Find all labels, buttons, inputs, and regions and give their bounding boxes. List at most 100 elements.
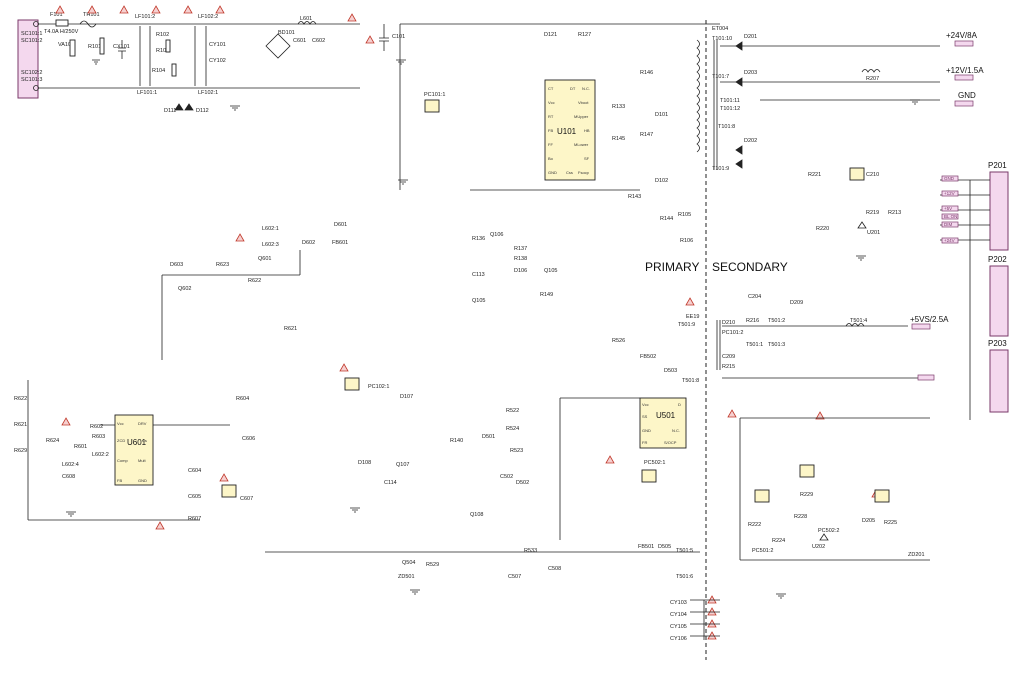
- u601-pin-cs: Cs: [142, 438, 147, 443]
- label-t101-8: T101:8: [718, 124, 735, 130]
- input-connector-body: [17, 19, 39, 99]
- ic-u601: [114, 414, 154, 486]
- label-cy105: CY105: [670, 624, 687, 630]
- label-r605: C605: [188, 494, 201, 500]
- label-r224: R228: [794, 514, 807, 520]
- ground-icon: [398, 179, 408, 185]
- label-l602-4: R601: [74, 444, 87, 450]
- thermistor-icon: [79, 20, 97, 28]
- label-d202: D202: [744, 138, 757, 144]
- transformer-primary-winding: [696, 39, 700, 153]
- label-d112: D112: [196, 108, 209, 114]
- ground-icon: [910, 99, 920, 105]
- label-t501-2: PC101:2: [722, 330, 743, 336]
- label-r602: R621: [14, 422, 27, 428]
- label-c204: R220: [816, 226, 829, 232]
- label-d602: D602: [302, 240, 315, 246]
- label-t101-7: T101:7: [712, 74, 729, 80]
- net-tag-text: DIM: [944, 222, 953, 227]
- label-pc102-2: D205: [862, 518, 875, 524]
- label-pc102-1: PC102:1: [368, 384, 389, 390]
- u101-pin-vboot: Vboot: [578, 100, 589, 105]
- label-d204: R216: [746, 318, 759, 324]
- label-fb502: FB502: [640, 354, 656, 360]
- y-capacitors: CY103 CY104 CY105 CY106: [670, 599, 720, 642]
- label-d209: R221: [808, 172, 821, 178]
- label-t501-9: T501:9: [678, 322, 695, 328]
- label-fb201: T501:2: [768, 318, 785, 324]
- isolation-boundary: PRIMARY SECONDARY: [645, 20, 788, 660]
- standby-transformer-core: [716, 320, 721, 370]
- label-c602: C602: [312, 38, 325, 44]
- warning-icon: [61, 417, 71, 426]
- label-r606: C604: [188, 468, 201, 474]
- diode-pair-icon: [174, 103, 194, 111]
- label-d107: D107: [400, 394, 413, 400]
- label-lf102-1: LF102:1: [198, 90, 218, 96]
- label-ee19: EE19: [686, 314, 699, 320]
- resistor-r103: [165, 39, 171, 53]
- input-connector: SC101:1 SC101:2 SC102:2 SC101:3: [17, 19, 42, 99]
- tag-net: [941, 190, 959, 197]
- u101-pin-gnd: GND: [548, 170, 557, 175]
- label-cy102: CY102: [209, 58, 226, 64]
- label-r143: R143: [628, 194, 641, 200]
- tag-net: [941, 221, 959, 228]
- varistor-va101: [69, 39, 76, 57]
- label-fb202: T501:3: [768, 342, 785, 348]
- label-r138: Q105: [472, 298, 485, 304]
- label-r622: R622: [248, 278, 261, 284]
- warning-icon: [365, 35, 375, 44]
- label-r146: R133: [612, 104, 625, 110]
- ground-icon: [410, 589, 420, 595]
- label-r104: R104: [152, 68, 165, 74]
- label-q501: C502: [500, 474, 513, 480]
- warning-icon: [685, 297, 695, 306]
- warning-icon: [151, 5, 161, 14]
- pfc-section: U601 Vcc ZCD Comp FB DRV Cs Mult GND R62…: [14, 222, 348, 522]
- label-r149: Q105: [544, 268, 557, 274]
- tag-net: [941, 175, 959, 182]
- warning-icon: [55, 5, 65, 14]
- label-t501-1: D210: [722, 320, 735, 326]
- label-c608: R602: [90, 424, 103, 430]
- warning-icon: [815, 411, 825, 420]
- u601-pin-vcc: Vcc: [117, 421, 124, 426]
- label-d505: D505: [658, 544, 671, 550]
- shunt-regulator-u202: [819, 533, 829, 541]
- label-r524: R522: [506, 408, 519, 414]
- optocoupler-pc102-2: [874, 489, 890, 503]
- label-t501-6: T501:6: [676, 574, 693, 580]
- label-d108: D108: [358, 460, 371, 466]
- label-l602-1: L602:1: [262, 226, 279, 232]
- connector-p201: [989, 171, 1009, 251]
- tag-gnd-5v: [917, 374, 935, 381]
- label-d603: D603: [170, 262, 183, 268]
- ground-symbols: [66, 59, 920, 599]
- ground-icon: [396, 59, 406, 65]
- label-q504: Q504: [402, 560, 415, 566]
- label-q603: R604: [236, 396, 249, 402]
- pfc-wiring: [27, 380, 230, 521]
- optocoupler-pc102-1: [344, 377, 360, 391]
- label-cx101: CX101: [113, 44, 130, 50]
- label-r137: R149: [540, 292, 553, 298]
- label-p202: P202: [988, 255, 1007, 264]
- label-fb501: FB501: [638, 544, 654, 550]
- label-d208: T501:1: [746, 342, 763, 348]
- warning-icon: [707, 607, 717, 616]
- standby-wiring: [265, 397, 700, 553]
- label-r525: R524: [506, 426, 519, 432]
- mains-rails: [38, 23, 360, 89]
- label-d203: D203: [744, 70, 757, 76]
- u101-pin-ct: CT: [548, 86, 554, 91]
- label-pc501-2: R222: [748, 522, 761, 528]
- label-u601: U601: [127, 438, 147, 447]
- label-l601: L601: [300, 16, 312, 22]
- label-r529: R529: [426, 562, 439, 568]
- label-t501-5: T501:5: [676, 548, 693, 554]
- label-output-5vs: +5VS/2.5A: [910, 315, 949, 324]
- net-tag-text: GND: [944, 176, 955, 181]
- label-t101-12: T101:12: [720, 106, 740, 112]
- label-q104: D102: [655, 178, 668, 184]
